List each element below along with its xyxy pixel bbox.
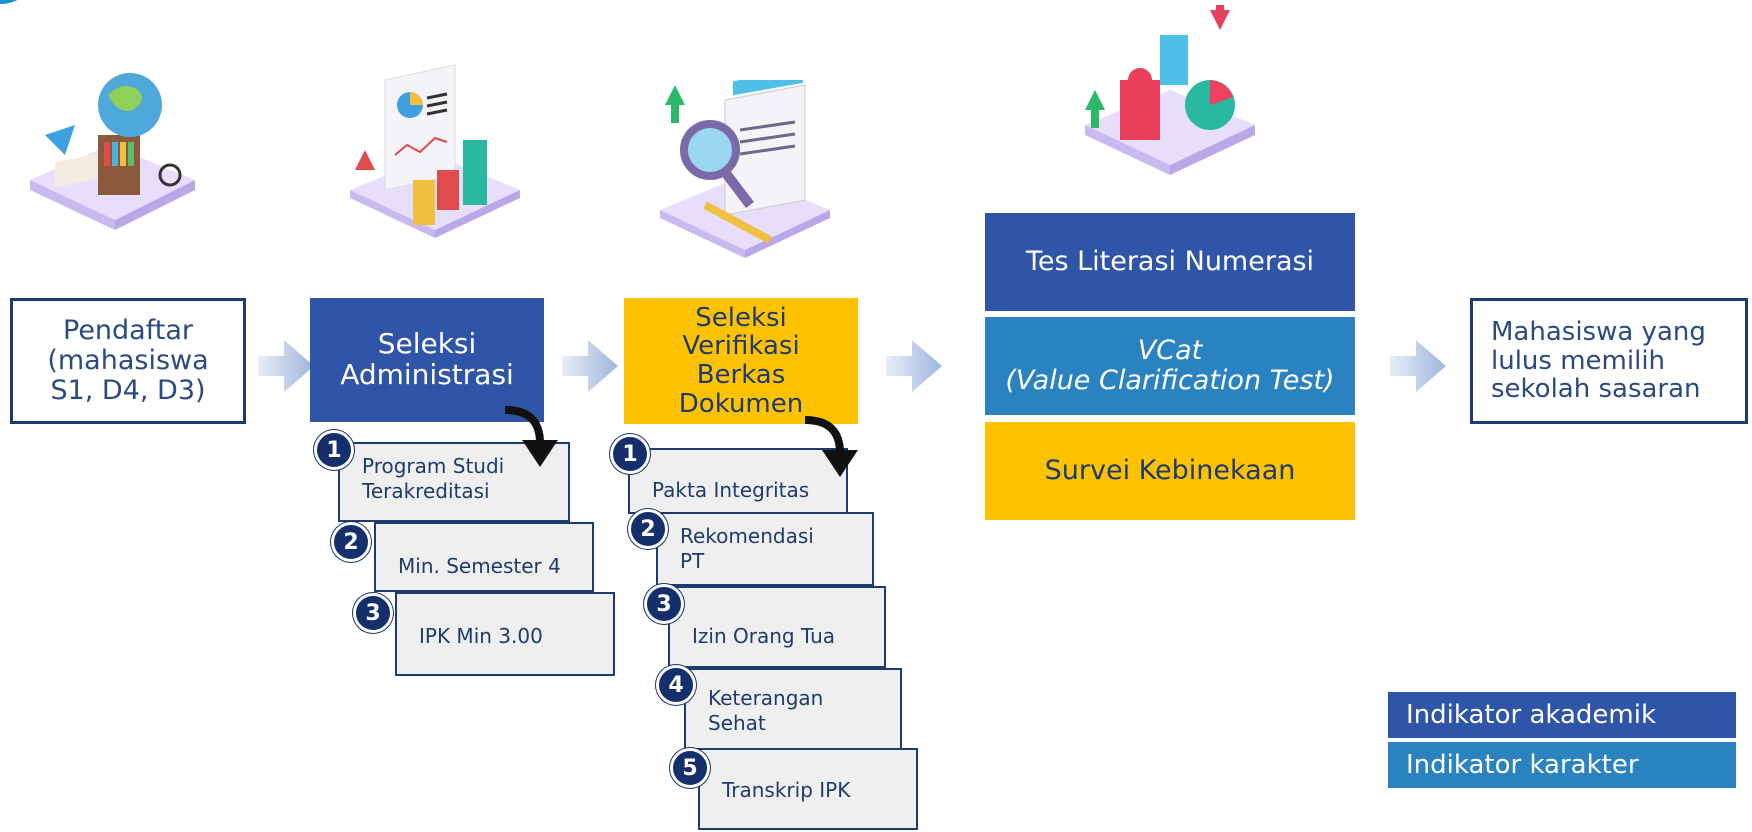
- doc-req-text: Izin Orang Tua: [692, 624, 836, 648]
- doc-req-card: Keterangan Sehat: [684, 668, 902, 750]
- doc-req-text: Pakta Integritas: [652, 478, 810, 502]
- survey-box: Survei Kebinekaan: [985, 422, 1355, 520]
- admin-req-card: Min. Semester 4: [374, 522, 594, 592]
- step-number-badge: 3: [353, 593, 393, 633]
- step-number-badge: 5: [670, 748, 710, 788]
- legend-character: Indikator karakter: [1388, 742, 1736, 788]
- doc-selection-box: Seleksi Verifikasi Berkas Dokumen: [624, 298, 858, 424]
- step-number-badge: 2: [331, 522, 371, 562]
- document-magnifier-illustration: [660, 80, 830, 258]
- puzzle-chart-illustration: [1085, 5, 1255, 175]
- admin-req-card: Program Studi Terakreditasi: [338, 442, 570, 522]
- step-number-badge: 3: [644, 584, 684, 624]
- step-number-badge: 1: [314, 430, 354, 470]
- report-chart-illustration: [350, 64, 520, 238]
- doc-req-card: Izin Orang Tua: [668, 586, 886, 668]
- literacy-test-box: Tes Literasi Numerasi: [985, 213, 1355, 311]
- doc-req-text: Transkrip IPK: [722, 778, 851, 802]
- doc-req-card: Transkrip IPK: [698, 748, 918, 830]
- admin-selection-box: Seleksi Administrasi: [310, 298, 544, 422]
- step-number-badge: 4: [656, 665, 696, 705]
- doc-req-card: Pakta Integritas: [628, 448, 848, 514]
- step-number-badge: 1: [610, 434, 650, 474]
- corner-decoration: [0, 0, 40, 4]
- curved-arrow-icon: [504, 406, 558, 467]
- doc-req-text: Keterangan Sehat: [708, 686, 824, 735]
- arrow-right-icon: [886, 340, 942, 392]
- arrow-right-icon: [1390, 340, 1446, 392]
- step-number-badge: 2: [628, 509, 668, 549]
- admin-req-text: Program Studi Terakreditasi: [362, 454, 505, 503]
- vcat-box: VCat (Value Clarification Test): [985, 317, 1355, 415]
- admin-req-text: Min. Semester 4: [398, 554, 561, 578]
- doc-req-card: Rekomendasi PT: [656, 512, 874, 586]
- admin-req-card: IPK Min 3.00: [395, 592, 615, 676]
- vcat-subtitle: (Value Clarification Test): [1005, 365, 1335, 396]
- arrow-right-icon: [258, 340, 314, 392]
- curved-arrow-icon: [804, 416, 858, 477]
- globe-books-illustration: [30, 73, 195, 230]
- arrow-right-icon: [562, 340, 618, 392]
- result-box: Mahasiswa yang lulus memilih sekolah sas…: [1470, 298, 1748, 424]
- admin-req-text: IPK Min 3.00: [419, 624, 543, 648]
- registrant-box: Pendaftar (mahasiswa S1, D4, D3): [10, 298, 246, 424]
- doc-req-text: Rekomendasi PT: [680, 524, 814, 573]
- vcat-title: VCat: [1137, 335, 1203, 367]
- legend-academic: Indikator akademik: [1388, 692, 1736, 738]
